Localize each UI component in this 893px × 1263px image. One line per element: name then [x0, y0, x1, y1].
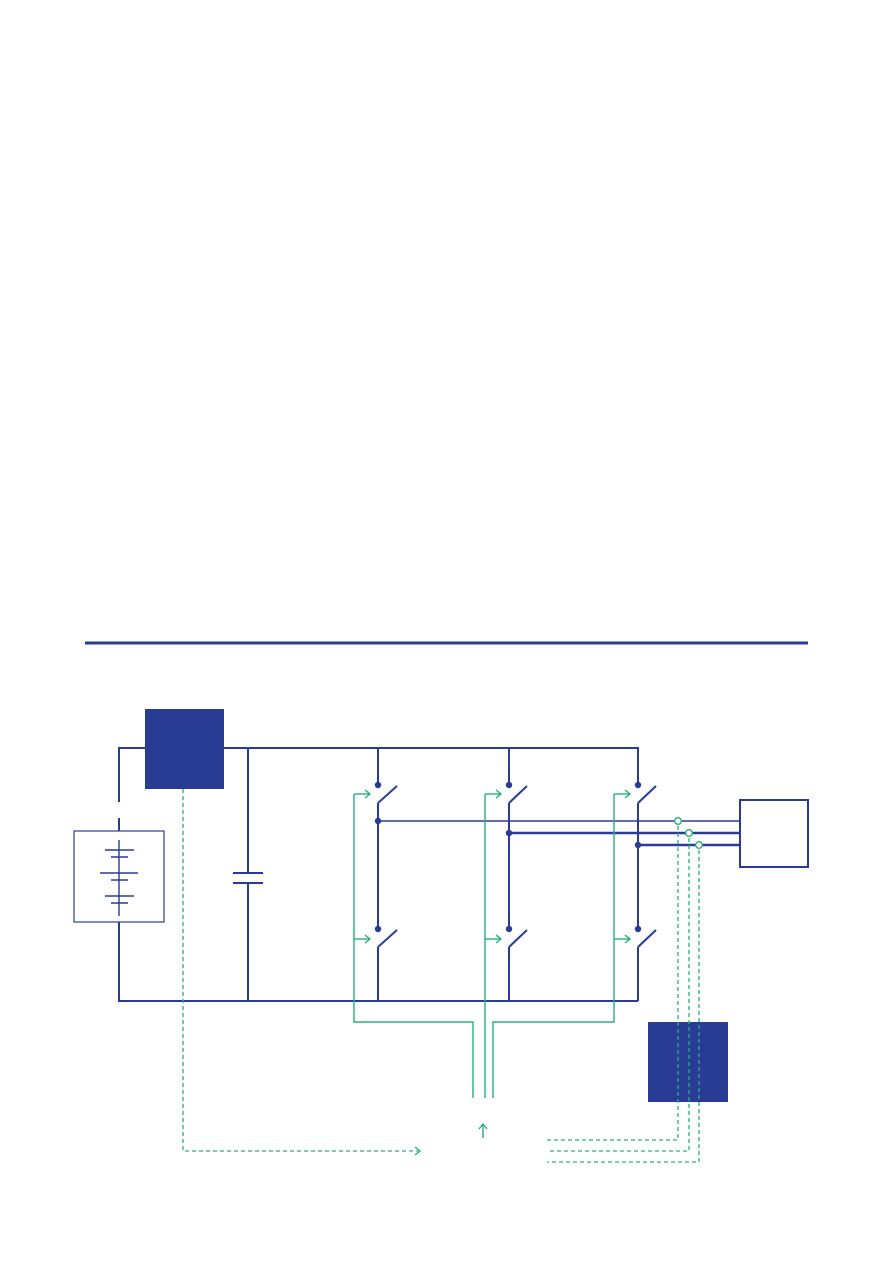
upper-switch-blade [508, 785, 528, 804]
battery-feedback-line [182, 789, 418, 1152]
power-circuit [118, 747, 639, 1002]
motor-load [739, 799, 809, 868]
node-dot [505, 925, 513, 933]
lower-switch-blade [637, 929, 657, 948]
node-dot [634, 781, 642, 789]
inverter-leg-2 [505, 781, 528, 1001]
current-sense-b [547, 838, 690, 1152]
node-dot [374, 925, 382, 933]
top-left-control-block [145, 709, 224, 789]
battery-feedback-arrow-head [414, 1146, 422, 1156]
battery-pack [73, 818, 165, 928]
lower-switch-blade [508, 929, 528, 948]
battery-cells [100, 849, 138, 904]
gate-arrow-head [364, 789, 372, 799]
current-sensor-ring-b [685, 829, 694, 838]
current-sense-a [547, 826, 679, 1141]
dc-bus-negative [118, 925, 638, 1002]
node-dot [505, 781, 513, 789]
lower-switch-blade [377, 929, 398, 948]
gate-bus-leg3 [492, 794, 615, 1098]
controller-input-arrow-head [478, 1122, 488, 1130]
current-sense-c [547, 850, 700, 1163]
gate-drive-signals [353, 789, 632, 1138]
inverter-leg-1 [374, 781, 398, 1001]
feedback-signals [182, 789, 700, 1163]
gate-arrow-head [624, 789, 632, 799]
gate-arrow-head [624, 934, 632, 944]
current-sensor-ring-c [695, 841, 704, 850]
node-dot [374, 781, 382, 789]
gate-arrow-head [364, 934, 372, 944]
current-sensors [674, 817, 704, 850]
gate-arrow-head [495, 789, 503, 799]
node-dot [634, 925, 642, 933]
upper-switch-blade [377, 785, 398, 804]
dc-link-capacitor [233, 872, 263, 884]
gate-arrow-head [495, 934, 503, 944]
upper-switch-blade [637, 785, 657, 804]
inverter-leg-3 [634, 781, 657, 1001]
gate-bus-leg1 [353, 794, 474, 1098]
sensor-block [648, 1022, 728, 1102]
current-sensor-ring-a [674, 817, 683, 826]
